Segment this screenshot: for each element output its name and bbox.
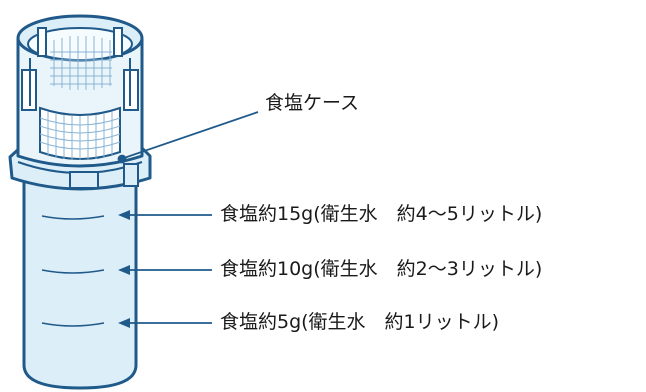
cylinder-body <box>22 162 138 390</box>
level-5g-label: 食塩約5g(衛生水 約1リットル) <box>220 311 500 333</box>
level-arrows <box>118 210 212 328</box>
level-10g-label: 食塩約10g(衛生水 約2〜3リットル) <box>220 258 543 280</box>
inner-mesh <box>50 36 112 90</box>
salt-case-basket <box>16 14 144 168</box>
front-mesh-window <box>39 106 121 160</box>
salt-case-leader <box>117 111 259 164</box>
level-15g-label: 食塩約15g(衛生水 約4〜5リットル) <box>220 203 543 225</box>
salt-case-label: 食塩ケース <box>265 92 360 114</box>
fill-level-marks <box>41 215 105 327</box>
